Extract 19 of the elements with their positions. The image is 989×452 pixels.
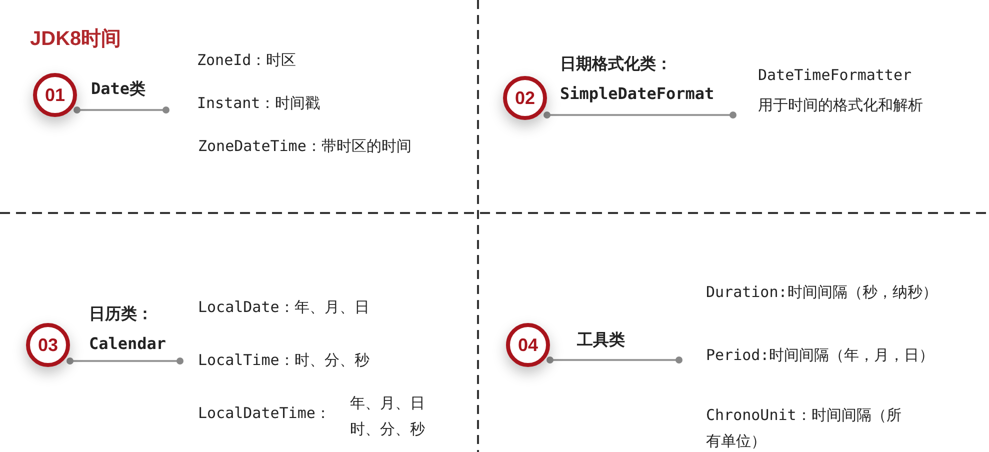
item-text: 年、月、日时、分、秒 bbox=[350, 393, 426, 440]
class-name: SimpleDateFormat bbox=[560, 83, 714, 105]
class-name: 工具类 bbox=[577, 329, 625, 351]
item-text: LocalDateTime： bbox=[198, 403, 330, 424]
class-name: 日期格式化类： bbox=[560, 53, 673, 75]
item-text: LocalDate：年、月、日 bbox=[198, 297, 370, 318]
item-text: 用于时间的格式化和解析 bbox=[758, 95, 923, 116]
class-name: Calendar bbox=[89, 333, 166, 355]
item-text: DateTimeFormatter bbox=[758, 65, 912, 86]
item-text: ZoneId：时区 bbox=[197, 50, 296, 71]
class-name: 日历类： bbox=[89, 303, 154, 325]
item-text: Duration:时间间隔（秒，纳秒） bbox=[706, 282, 938, 303]
item-text: ZoneDateTime：带时区的时间 bbox=[198, 136, 412, 157]
item-text: Instant：时间戳 bbox=[197, 93, 320, 114]
item-text: Period:时间间隔（年，月，日） bbox=[706, 345, 934, 366]
item-text: ChronoUnit：时间间隔（所有单位） bbox=[706, 405, 902, 452]
class-name: Date类 bbox=[91, 78, 146, 100]
item-text: LocalTime：时、分、秒 bbox=[198, 350, 370, 371]
title: JDK8时间 bbox=[30, 27, 122, 52]
